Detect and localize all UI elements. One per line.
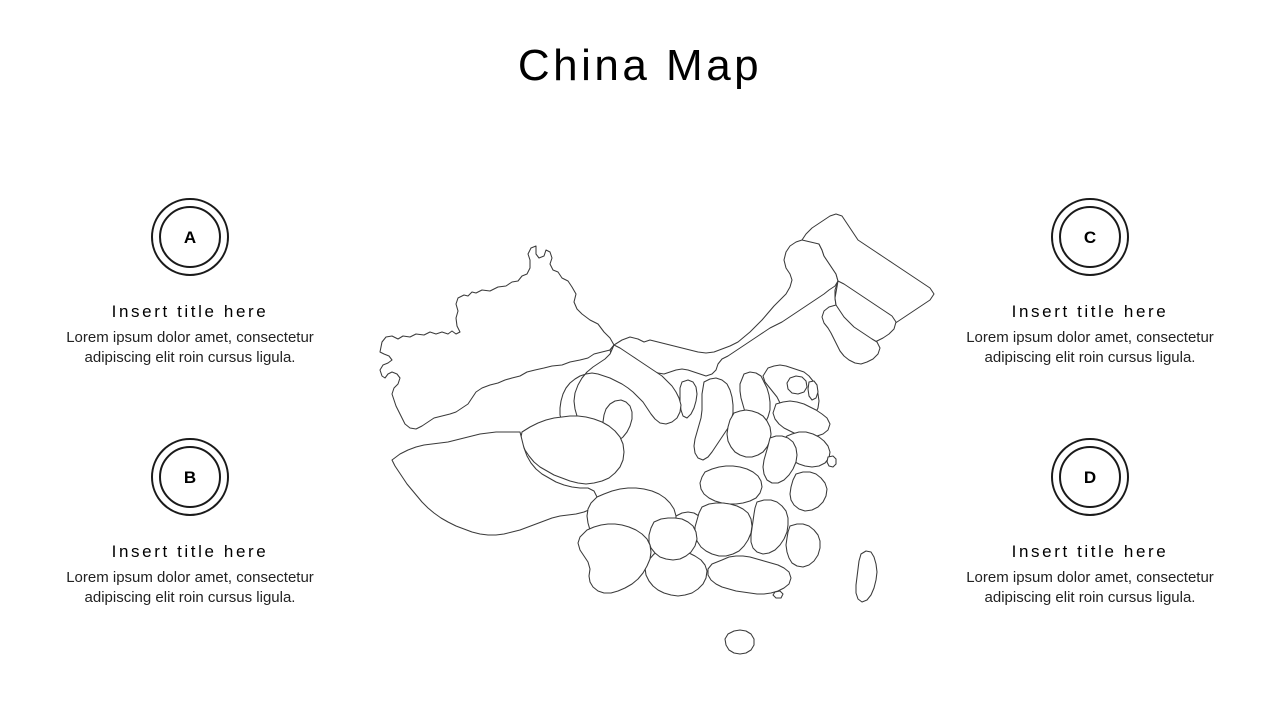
region-zhejiang [790,472,827,511]
region-hunan [695,503,752,556]
callout-d-body: Lorem ipsum dolor amet, consectetur adip… [966,569,1214,607]
region-anhui [763,436,797,483]
region-hubei [700,466,762,504]
region-tianjin [808,381,818,400]
badge-b-inner-circle: B [159,446,221,508]
callout-b-body: Lorem ipsum dolor amet, consectetur adip… [66,569,314,607]
region-xinjiang [380,246,614,429]
page-title: China Map [517,41,763,90]
region-qinghai [521,416,624,484]
region-shanghai [827,456,836,467]
badge-c-letter: C [1083,227,1097,247]
region-shandong [773,401,830,437]
callout-b[interactable]: B Insert title here Lorem ipsum dolor am… [40,438,340,609]
badge-a-inner-circle: A [159,206,221,268]
callout-b-title: Insert title here [111,542,269,561]
badge-d-letter: D [1083,467,1097,487]
callout-a-body: Lorem ipsum dolor amet, consectetur adip… [66,329,314,367]
badge-d-inner-circle: D [1059,446,1121,508]
badge-a-outer-circle[interactable]: A [151,198,229,276]
callout-a-title: Insert title here [111,302,269,321]
callout-d[interactable]: D Insert title here Lorem ipsum dolor am… [940,438,1240,609]
region-henan [727,410,771,457]
region-jiangxi [751,500,788,554]
region-inner-mongolia [610,238,838,376]
badge-d-outer-circle[interactable]: D [1051,438,1129,516]
region-yunnan [578,524,651,593]
region-ningxia [680,380,697,418]
badge-b-outer-circle[interactable]: B [151,438,229,516]
region-guangdong [708,556,791,594]
region-hainan [725,630,754,654]
region-taiwan [856,551,877,602]
callout-c-body: Lorem ipsum dolor amet, consectetur adip… [966,329,1214,367]
region-liaoning [822,305,880,364]
region-fujian [786,524,820,567]
region-shaanxi [694,378,733,460]
region-hongkong [773,591,783,598]
badge-a-letter: A [183,227,197,247]
badge-b-letter: B [183,467,197,487]
callout-c[interactable]: C Insert title here Lorem ipsum dolor am… [940,198,1240,369]
callout-c-title: Insert title here [1011,302,1169,321]
badge-c-outer-circle[interactable]: C [1051,198,1129,276]
china-map[interactable] [372,182,952,672]
region-beijing [787,376,807,394]
callout-a[interactable]: A Insert title here Lorem ipsum dolor am… [40,198,340,369]
badge-c-inner-circle: C [1059,206,1121,268]
china-map-svg [372,182,952,672]
callout-d-title: Insert title here [1011,542,1169,561]
